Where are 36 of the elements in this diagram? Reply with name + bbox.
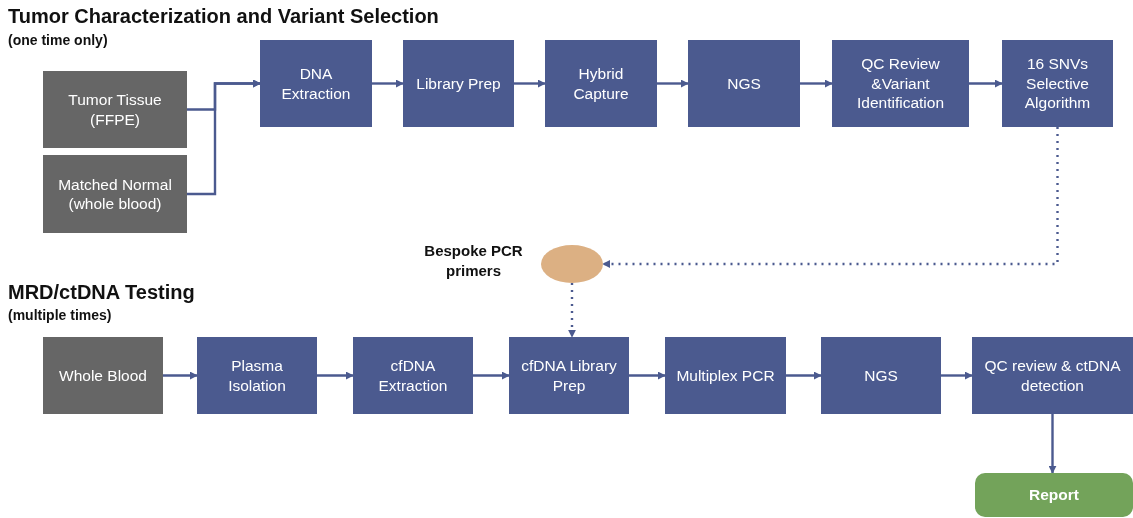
process-box: NGS: [821, 337, 941, 414]
process-box: 16 SNVs Selective Algorithm: [1002, 40, 1113, 127]
dotted-arrow: [602, 127, 1059, 268]
heading-text: (one time only): [8, 32, 108, 48]
arrow: [786, 371, 822, 380]
arrow: [969, 79, 1003, 88]
process-box: NGS: [688, 40, 800, 127]
result-box: Report: [975, 473, 1133, 517]
sample-box: Matched Normal (whole blood): [43, 155, 187, 233]
arrow: [187, 79, 261, 196]
arrow: [514, 79, 546, 88]
dotted-arrow: [568, 283, 576, 338]
process-box: Multiplex PCR: [665, 337, 786, 414]
process-box: Plasma Isolation: [197, 337, 317, 414]
process-box: QC review & ctDNA detection: [972, 337, 1133, 414]
arrow: [473, 371, 510, 380]
arrow: [941, 371, 973, 380]
arrow: [1048, 414, 1057, 474]
process-box: QC Review &Variant Identification: [832, 40, 969, 127]
arrow: [317, 371, 354, 380]
process-box: DNA Extraction: [260, 40, 372, 127]
arrow: [657, 79, 689, 88]
arrow: [800, 79, 833, 88]
sample-box: Whole Blood: [43, 337, 163, 414]
process-box: Library Prep: [403, 40, 514, 127]
process-box: cfDNA Extraction: [353, 337, 473, 414]
sample-box: Tumor Tissue (FFPE): [43, 71, 187, 148]
process-box: Hybrid Capture: [545, 40, 657, 127]
heading-text: (multiple times): [8, 307, 112, 323]
heading-text: MRD/ctDNA Testing: [8, 281, 195, 304]
arrow: [629, 371, 666, 380]
node-caption: Bespoke PCR primers: [423, 241, 524, 280]
heading-text: Tumor Characterization and Variant Selection: [8, 5, 439, 28]
process-box: cfDNA Library Prep: [509, 337, 629, 414]
arrow: [163, 371, 198, 380]
arrow: [372, 79, 404, 88]
